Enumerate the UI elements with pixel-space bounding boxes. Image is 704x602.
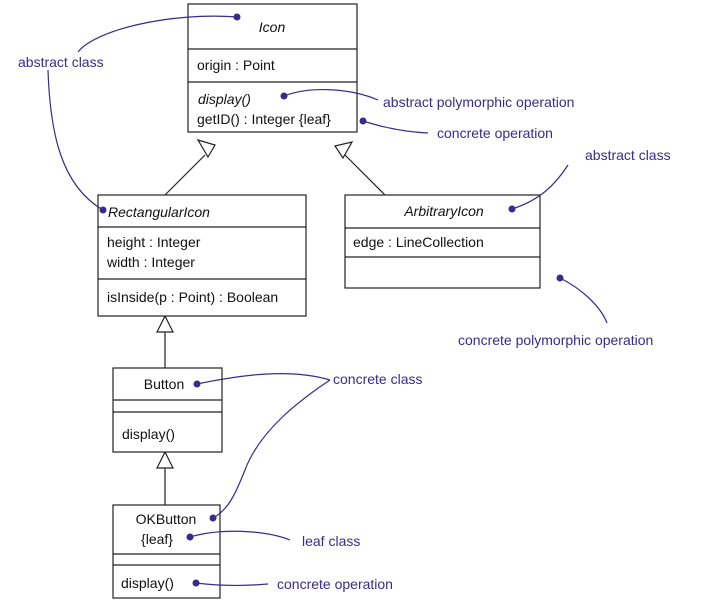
note-concrete-operation-top-label: concrete operation — [437, 125, 553, 141]
class-arbitraryicon-name: ArbitraryIcon — [403, 203, 484, 219]
class-arbitraryicon[interactable]: ArbitraryIcon edge : LineCollection — [344, 194, 541, 289]
note-leaf-class-label: leaf class — [302, 533, 360, 549]
note-abstract-class-left: abstract class — [18, 13, 241, 214]
note-concrete-class: concrete class — [193, 371, 422, 522]
class-button-operation-display: display() — [122, 426, 175, 442]
class-icon-operation-display: display() — [198, 91, 251, 107]
note-concrete-operation-bottom: concrete operation — [192, 576, 393, 592]
class-icon[interactable]: Icon origin : Point display() getID() : … — [187, 3, 358, 133]
note-concrete-operation-bottom-label: concrete operation — [277, 576, 393, 592]
note-abstract-polymorphic-operation-label: abstract polymorphic operation — [383, 94, 574, 110]
class-rectangularicon-attribute-height: height : Integer — [107, 234, 201, 250]
generalization-button-to-rectangularicon — [156, 314, 174, 368]
class-rectangularicon-name: RectangularIcon — [108, 204, 210, 220]
class-okbutton[interactable]: OKButton {leaf} display() — [112, 504, 221, 599]
note-concrete-class-label: concrete class — [333, 371, 422, 387]
class-okbutton-constraint: {leaf} — [141, 531, 173, 547]
class-icon-name: Icon — [259, 19, 286, 35]
note-leaf-class: leaf class — [186, 530, 360, 549]
note-abstract-class-left-label: abstract class — [18, 54, 104, 70]
note-abstract-class-right: abstract class — [508, 147, 671, 213]
class-icon-operation-getid: getID() : Integer {leaf} — [197, 111, 331, 127]
note-abstract-polymorphic-operation: abstract polymorphic operation — [280, 89, 574, 110]
generalization-okbutton-to-button — [156, 450, 174, 505]
generalization-arbitraryicon-to-icon — [334, 141, 386, 196]
class-button[interactable]: Button display() — [112, 367, 223, 453]
generalization-rectangularicon-to-icon — [164, 138, 216, 196]
note-concrete-polymorphic-operation: concrete polymorphic operation — [458, 274, 653, 348]
class-rectangularicon[interactable]: RectangularIcon height : Integer width :… — [97, 194, 307, 317]
note-concrete-operation-top: concrete operation — [359, 117, 553, 141]
class-button-name: Button — [144, 376, 184, 392]
class-arbitraryicon-attribute-edge: edge : LineCollection — [353, 234, 484, 250]
class-rectangularicon-attribute-width: width : Integer — [106, 254, 195, 270]
class-rectangularicon-operation-isinside: isInside(p : Point) : Boolean — [107, 289, 278, 305]
class-icon-attribute: origin : Point — [197, 57, 275, 73]
note-concrete-polymorphic-operation-label: concrete polymorphic operation — [458, 332, 653, 348]
class-okbutton-name: OKButton — [136, 511, 197, 527]
note-abstract-class-right-label: abstract class — [585, 147, 671, 163]
class-okbutton-operation-display: display() — [121, 575, 174, 591]
